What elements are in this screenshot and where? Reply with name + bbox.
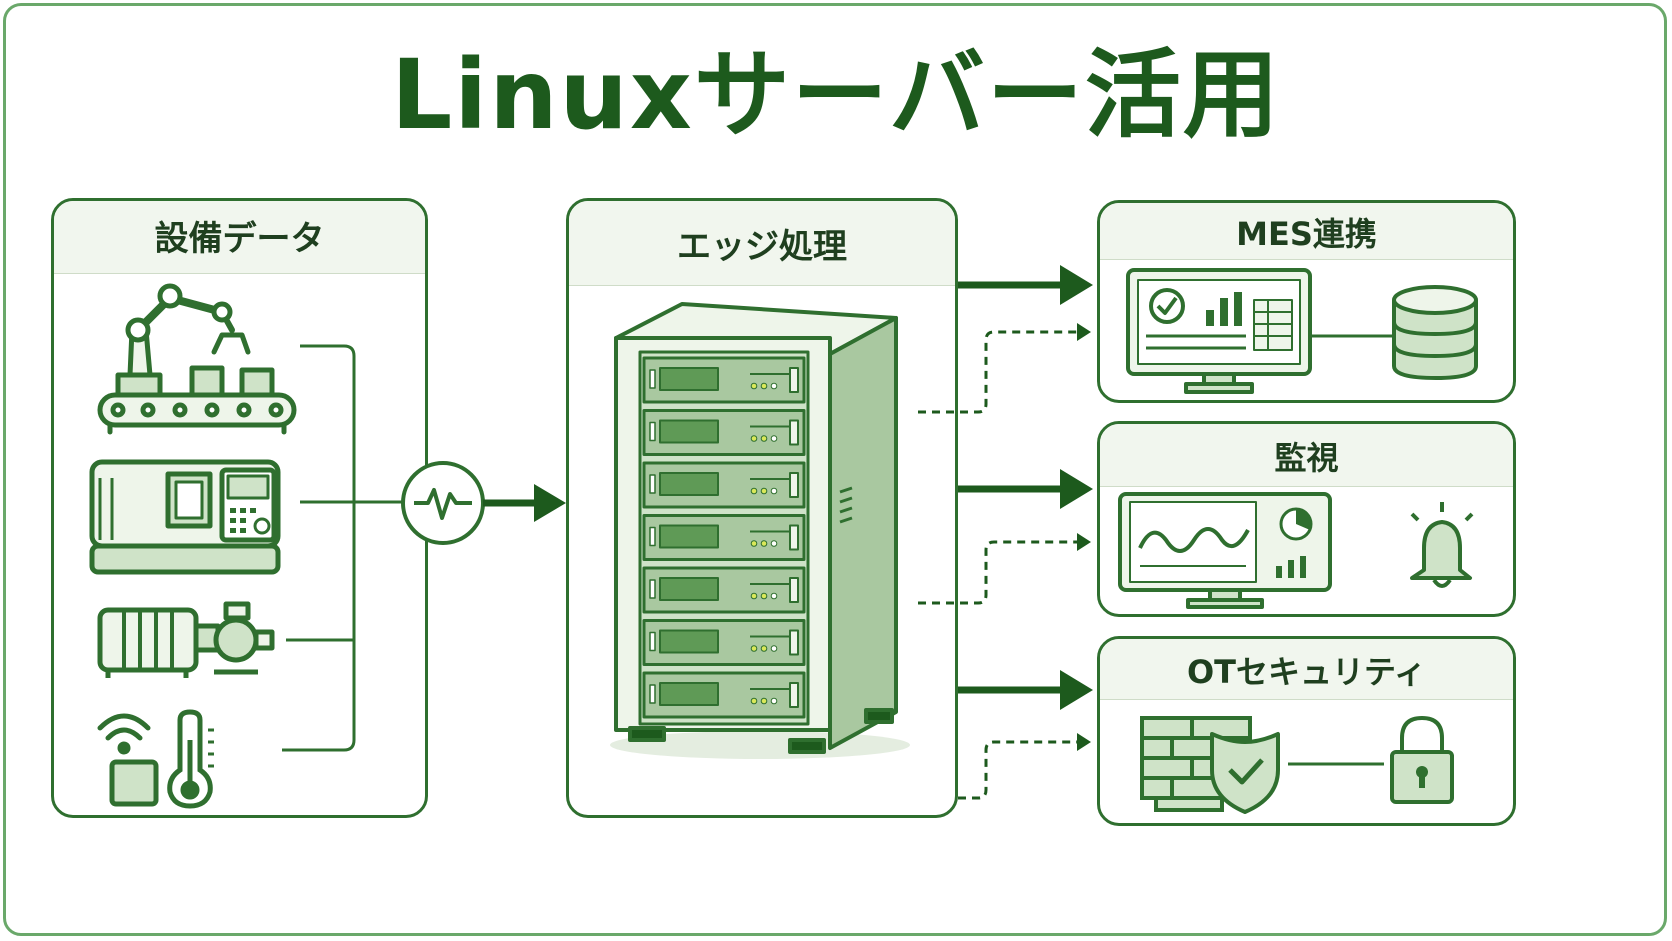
arrow-to-edge (483, 484, 566, 522)
panel-edge-header: エッジ処理 (569, 201, 955, 286)
chart-monitor-icon (1118, 492, 1332, 609)
server-unit (642, 671, 806, 719)
arrow-to-security (958, 670, 1093, 800)
pulse-hub-icon (401, 461, 485, 545)
panel-equipment-data: 設備データ (51, 198, 428, 818)
frame-border (3, 3, 1667, 936)
server-unit (642, 566, 806, 614)
thermometer-icon (167, 709, 214, 809)
shield-check-icon (1210, 732, 1280, 814)
wireless-sensor-icon (97, 713, 159, 807)
robot-arm-conveyor-icon (97, 283, 297, 435)
panel-monitoring-header: 監視 (1100, 424, 1513, 487)
equipment-merge-lines (282, 344, 402, 752)
panel-equipment-header: 設備データ (54, 201, 425, 274)
cnc-machine-icon (89, 459, 281, 575)
server-unit (642, 409, 806, 456)
arrow-to-mes (918, 265, 1093, 414)
server-rack-icon (610, 302, 910, 759)
motor-pump-icon (97, 601, 275, 678)
server-unit (642, 461, 806, 509)
padlock-icon (1390, 716, 1454, 804)
server-unit (642, 514, 806, 561)
connector-arrows (918, 265, 1093, 800)
panel-security-header: OTセキュリティ (1100, 639, 1513, 700)
database-icon (1392, 285, 1478, 381)
panel-mes-header: MES連携 (1100, 203, 1513, 260)
server-unit (642, 619, 806, 666)
server-unit (642, 356, 806, 404)
page-title: Linuxサーバー活用 (391, 39, 1281, 151)
alarm-bell-icon (1410, 502, 1474, 588)
dashboard-monitor-icon (1126, 268, 1312, 394)
arrow-to-monitoring (918, 469, 1093, 605)
server-units (642, 356, 806, 719)
